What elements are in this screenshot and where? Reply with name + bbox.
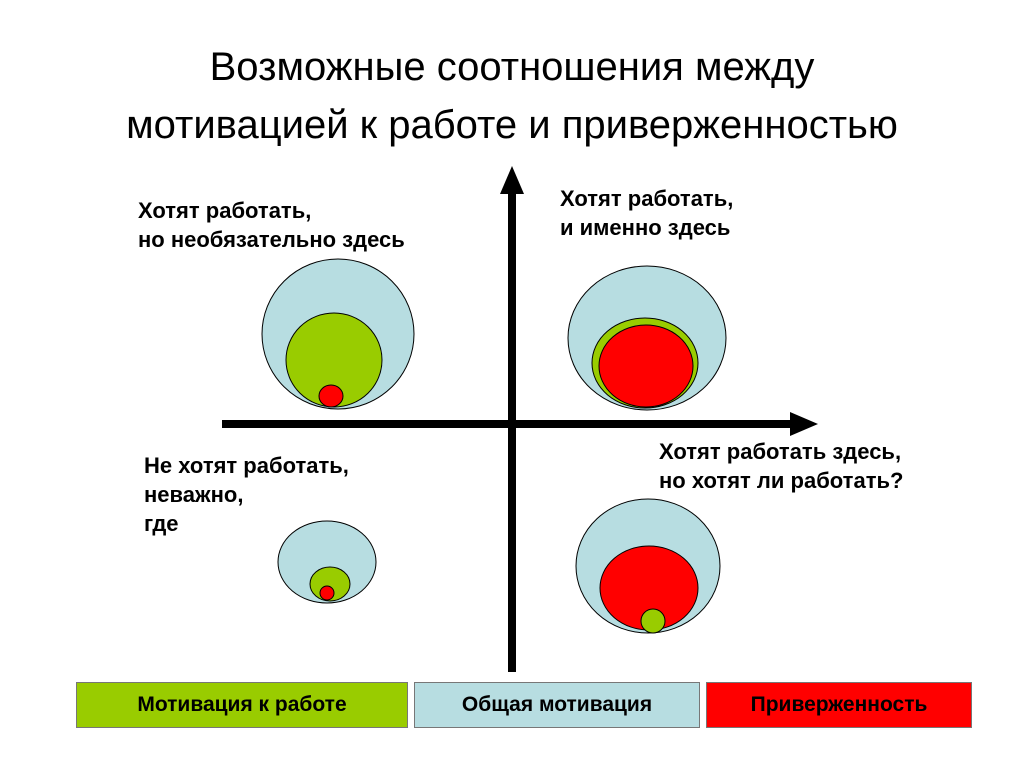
commitment-circle bbox=[598, 324, 694, 408]
legend-label: Мотивация к работе bbox=[137, 693, 347, 716]
page-title: Возможные соотношения между мотивацией к… bbox=[0, 38, 1024, 154]
quadrant-label-line: неважно, bbox=[144, 482, 244, 507]
circles-top-right bbox=[567, 265, 727, 411]
quadrant-label-line: Хотят работать здесь, bbox=[659, 439, 902, 464]
legend-label: Общая мотивация bbox=[461, 693, 653, 716]
vertical-axis-arrowhead bbox=[500, 166, 524, 194]
work-motivation-circle bbox=[640, 608, 666, 634]
quadrant-label-line: но хотят ли работать? bbox=[659, 468, 904, 493]
commitment-circle bbox=[318, 384, 344, 408]
quadrant-label-bottom-left: Не хотят работать, неважно, где bbox=[144, 451, 349, 538]
circles-bottom-right bbox=[575, 498, 721, 634]
title-line-1: Возможные соотношения между bbox=[209, 45, 815, 89]
commitment-circle bbox=[319, 585, 335, 601]
quadrant-label-line: где bbox=[144, 511, 179, 536]
quadrant-label-bottom-right: Хотят работать здесь, но хотят ли работа… bbox=[659, 437, 903, 495]
legend-label: Приверженность bbox=[750, 693, 928, 716]
legend-work-motivation: Мотивация к работе bbox=[76, 682, 408, 728]
horizontal-axis-arrowhead bbox=[790, 412, 818, 436]
quadrant-label-top-right: Хотят работать, и именно здесь bbox=[560, 184, 733, 242]
quadrant-label-top-left: Хотят работать, но необязательно здесь bbox=[138, 196, 405, 254]
circles-bottom-left bbox=[277, 520, 377, 604]
quadrant-label-line: но необязательно здесь bbox=[138, 227, 405, 252]
quadrant-label-line: Хотят работать, bbox=[138, 198, 312, 223]
circles-top-left bbox=[261, 258, 415, 410]
legend-commitment: Приверженность bbox=[706, 682, 972, 728]
quadrant-label-line: Хотят работать, bbox=[560, 186, 734, 211]
legend-general-motivation: Общая мотивация bbox=[414, 682, 700, 728]
title-line-2: мотивацией к работе и приверженностью bbox=[126, 103, 898, 147]
quadrant-label-line: Не хотят работать, bbox=[144, 453, 349, 478]
quadrant-label-line: и именно здесь bbox=[560, 215, 731, 240]
general-motivation-circle bbox=[277, 520, 377, 604]
